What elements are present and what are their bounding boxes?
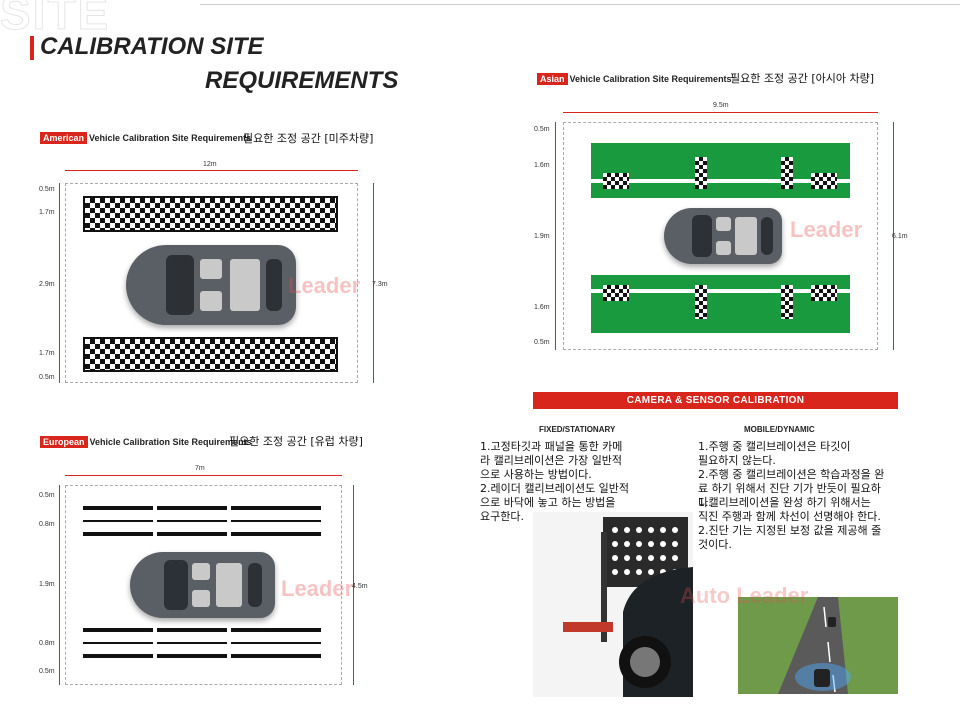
asian-tag: Asian <box>537 73 568 85</box>
auto-leader-watermark: Auto Leader <box>680 583 809 608</box>
asian-site-area <box>563 122 878 350</box>
fixed-line: 라 캘리브레이션은 가장 일반적 <box>480 454 623 467</box>
american-row-dim: 0.5m <box>39 186 55 193</box>
leader-watermark: Leader <box>790 217 863 242</box>
american-tag: American <box>40 132 88 144</box>
european-width-dim: 7m <box>195 465 205 472</box>
fixed-line: 요구한다. <box>480 510 524 523</box>
american-car <box>126 245 296 325</box>
mobile-description: 1.주행 중 캘리브레이션은 타깃이 필요하지 않는다. 2.주행 중 캘리브레… <box>698 440 884 552</box>
european-height-dim: 4.5m <box>352 583 368 590</box>
european-target <box>231 628 321 658</box>
european-label-text: Vehicle Calibration Site Requirements <box>89 437 252 447</box>
american-row-dim: 0.5m <box>39 374 55 381</box>
asian-height-ruler <box>555 122 556 350</box>
mobile-dynamic-heading: MOBILE/DYNAMIC <box>744 425 815 434</box>
american-label-text: Vehicle Calibration Site Requirements <box>89 133 252 143</box>
asian-target-bottom <box>591 275 850 333</box>
fixed-stationary-heading: FIXED/STATIONARY <box>539 425 616 434</box>
european-target <box>83 506 153 536</box>
european-korean-caption: 필요한 조정 공간 [유럽 차량] <box>229 435 363 448</box>
asian-width-dim: 9.5m <box>713 102 729 109</box>
european-row-dim: 0.8m <box>39 521 55 528</box>
dynamic-road-photo <box>738 597 898 694</box>
title-accent-bar <box>30 36 34 60</box>
asian-row-dim: 0.5m <box>534 339 550 346</box>
asian-target-top <box>591 143 850 198</box>
european-target <box>157 628 227 658</box>
american-target-top <box>83 196 338 232</box>
european-target <box>157 506 227 536</box>
site-watermark: SITE <box>0 0 111 40</box>
american-korean-caption: 필요한 조정 공간 [미주차량] <box>243 132 374 145</box>
asian-korean-caption: 필요한 조정 공간 [아시아 차량] <box>730 72 875 85</box>
american-site-area <box>65 183 358 383</box>
fixed-line: 2.레이더 캘리브레이션도 일반적 <box>480 482 630 495</box>
european-target <box>83 628 153 658</box>
asian-row-dim: 1.6m <box>534 304 550 311</box>
european-row-dim: 1.9m <box>39 581 55 588</box>
european-car <box>130 552 275 618</box>
page-title-line1: CALIBRATION SITE <box>40 33 264 60</box>
camera-sensor-calibration-bar: CAMERA & SENSOR CALIBRATION <box>533 392 898 409</box>
fixed-target-photo <box>533 512 693 697</box>
european-row-dim: 0.5m <box>39 492 55 499</box>
asian-row-dim: 0.5m <box>534 126 550 133</box>
fixed-line: 으로 사용하는 방법이다. <box>480 468 592 481</box>
fixed-line: 으로 바닥에 놓고 하는 방법을 <box>480 496 616 509</box>
asian-total-height-line <box>893 122 894 350</box>
european-total-height-line <box>353 485 354 685</box>
mobile-line: 직진 주행과 함께 차선이 선명해야 한다. <box>698 510 881 523</box>
mobile-line: 것이다. <box>698 538 732 551</box>
mobile-line: 2.주행 중 캘리브레이션은 학습과정을 완 <box>698 468 885 481</box>
american-width-dim: 12m <box>203 161 217 168</box>
european-tag: European <box>40 436 88 448</box>
mobile-line: 1.주행 중 캘리브레이션은 타깃이 <box>698 440 851 453</box>
asian-width-line <box>563 112 878 113</box>
european-height-ruler <box>59 485 60 685</box>
american-row-dim: 1.7m <box>39 350 55 357</box>
american-total-height-line <box>373 183 374 383</box>
asian-row-dim: 1.9m <box>534 233 550 240</box>
european-row-dim: 0.8m <box>39 640 55 647</box>
mobile-line: 1.캘리브레이션을 완성 하기 위해서는 <box>698 496 871 509</box>
american-row-dim: 2.9m <box>39 281 55 288</box>
european-target <box>231 506 321 536</box>
asian-row-dim: 1.6m <box>534 162 550 169</box>
asian-label-text: Vehicle Calibration Site Requirements <box>569 74 732 84</box>
fixed-description: 1.고정타깃과 패널을 통한 카메 라 캘리브레이션은 가장 일반적 으로 사용… <box>480 440 629 524</box>
top-divider <box>200 4 960 5</box>
mobile-line: 2.진단 기는 지정된 보정 값을 제공해 줄 <box>698 524 882 537</box>
leader-watermark: Leader <box>288 273 361 298</box>
american-height-dim: 7.3m <box>372 281 388 288</box>
mobile-line: 필요하지 않는다. <box>698 454 776 467</box>
asian-car <box>664 208 782 264</box>
american-target-bottom <box>83 337 338 372</box>
european-site-area <box>65 485 342 685</box>
european-row-dim: 0.5m <box>39 668 55 675</box>
mobile-line: 다. <box>698 496 712 509</box>
fixed-line: 1.고정타깃과 패널을 통한 카메 <box>480 440 623 453</box>
asian-height-dim: 6.1m <box>892 233 908 240</box>
leader-watermark: Leader <box>281 576 354 601</box>
american-height-ruler <box>59 183 60 383</box>
american-row-dim: 1.7m <box>39 209 55 216</box>
european-width-line <box>65 475 342 476</box>
page-title-line2: REQUIREMENTS <box>205 67 399 94</box>
american-width-line <box>65 170 358 171</box>
mobile-line: 료 하기 위해서 진단 기가 반듯이 필요하 <box>698 482 881 495</box>
